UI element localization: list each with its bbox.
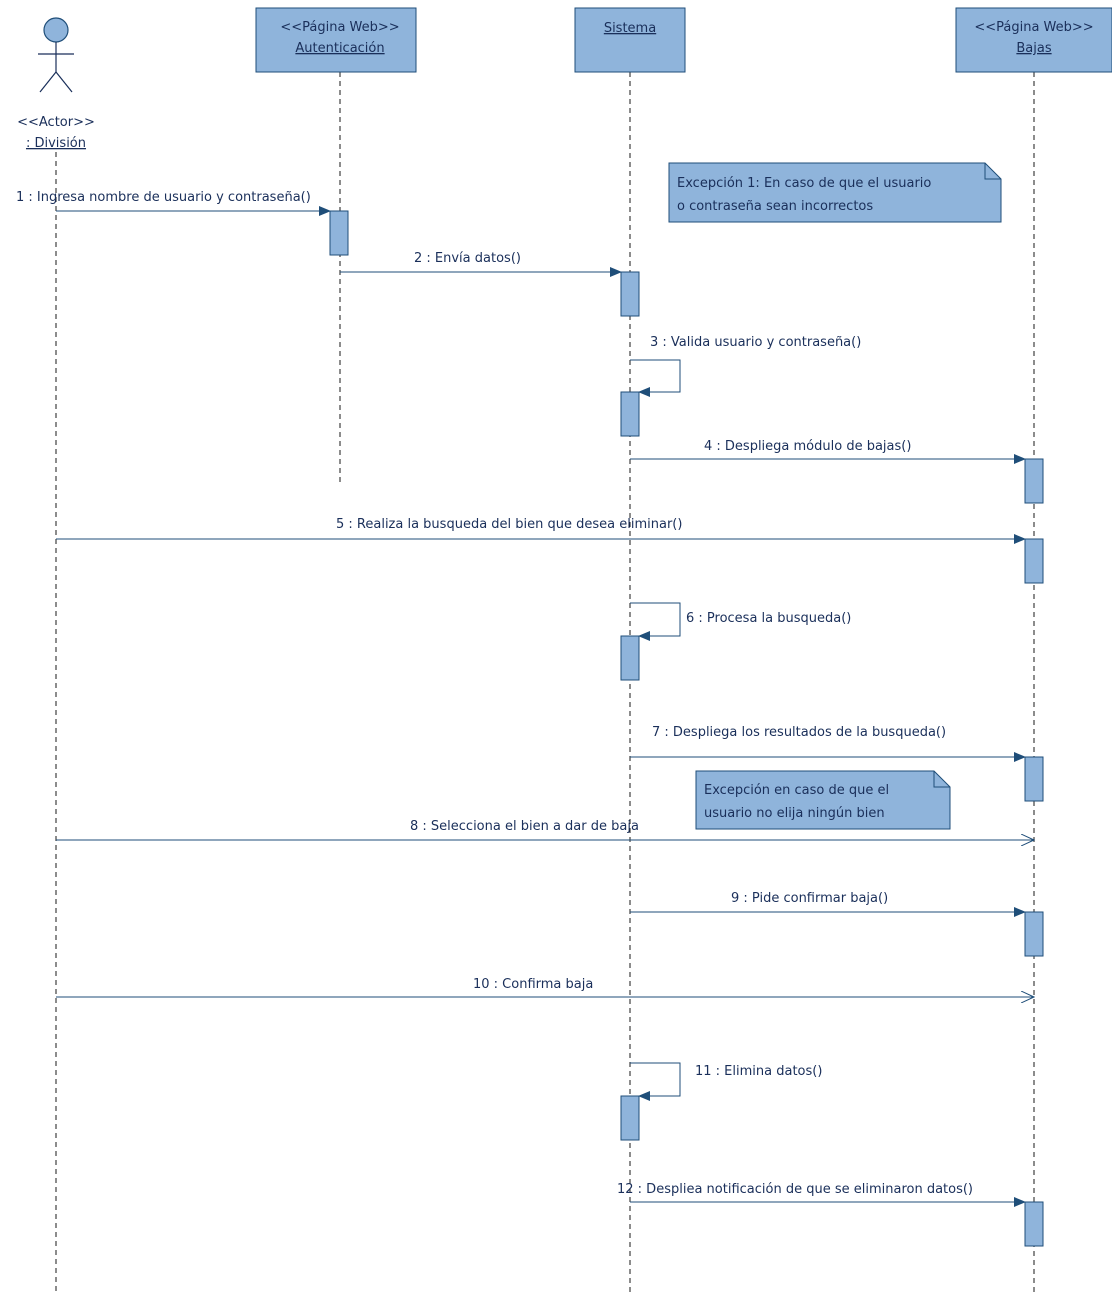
actor-name: : División — [26, 136, 86, 151]
message-label: 8 : Selecciona el bien a dar de baja — [410, 819, 639, 834]
note-text-line: usuario no elija ningún bien — [704, 806, 885, 821]
message-label: 12 : Despliea notificación de que se eli… — [617, 1182, 973, 1197]
activation-bar — [620, 635, 640, 681]
note-text-line: o contraseña sean incorrectos — [677, 199, 873, 214]
message-label: 11 : Elimina datos() — [695, 1064, 822, 1079]
note-text-line: Excepción 1: En caso de que el usuario — [677, 176, 931, 191]
activation-bar — [620, 391, 640, 437]
message-label: 5 : Realiza la busqueda del bien que des… — [336, 517, 682, 532]
message-label: 6 : Procesa la busqueda() — [686, 611, 851, 626]
participant-name: Bajas — [1016, 41, 1051, 56]
participant-bajas: <<Página Web>> Bajas — [955, 7, 1112, 73]
message-label: 7 : Despliega los resultados de la busqu… — [652, 725, 946, 740]
participant-sistema: Sistema — [574, 7, 686, 73]
activation-bar — [1024, 911, 1044, 957]
activation-bar — [1024, 538, 1044, 584]
message-label: 10 : Confirma baja — [473, 977, 593, 992]
actor-stereotype: <<Actor>> — [17, 115, 95, 130]
note-text-line: Excepción en caso de que el — [704, 783, 889, 798]
message-label: 4 : Despliega módulo de bajas() — [704, 439, 911, 454]
participant-stereotype: <<Página Web>> — [974, 20, 1093, 35]
message-label: 1 : Ingresa nombre de usuario y contrase… — [16, 190, 311, 205]
activation-bar — [1024, 756, 1044, 802]
activation-bar — [329, 210, 349, 256]
activation-bar — [1024, 1201, 1044, 1247]
message-arrow — [630, 359, 681, 397]
message-arrow — [630, 602, 681, 641]
participant-autenticacion: <<Página Web>> Autenticación — [255, 7, 417, 73]
participant-name: Autenticación — [295, 41, 384, 56]
participant-stereotype: <<Página Web>> — [280, 20, 399, 35]
actor-icon — [38, 17, 74, 93]
message-label: 2 : Envía datos() — [414, 251, 521, 266]
activation-bar — [1024, 458, 1044, 504]
participant-name: Sistema — [604, 21, 656, 36]
activation-bar — [620, 271, 640, 317]
message-arrow — [630, 1062, 681, 1101]
activation-bar — [620, 1095, 640, 1141]
message-label: 9 : Pide confirmar baja() — [731, 891, 888, 906]
note-exception-2: Excepción en caso de que el usuario no e… — [695, 770, 951, 830]
note-exception-1: Excepción 1: En caso de que el usuario o… — [668, 162, 1002, 223]
message-label: 3 : Valida usuario y contraseña() — [650, 335, 861, 350]
